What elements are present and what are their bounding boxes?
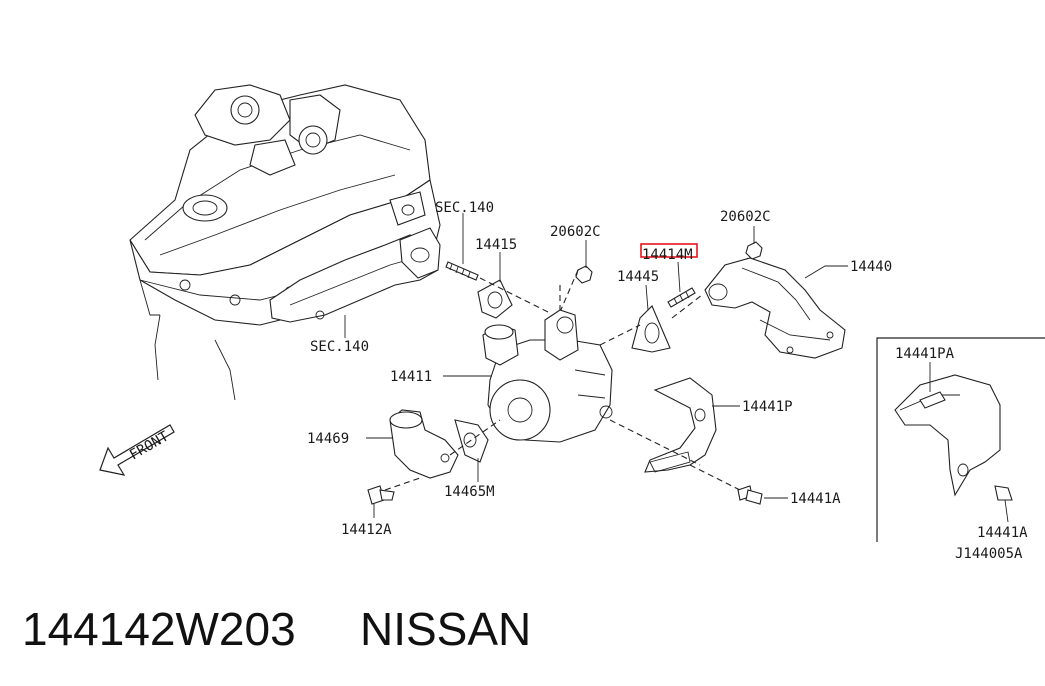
label-sec140-top: SEC.140 [435, 200, 494, 216]
dash-turbo-gasket [599, 324, 641, 346]
gasket-14465m [454, 419, 489, 463]
label-14441pa: 14441PA [895, 346, 955, 362]
inset-heat-shield-14441pa [894, 374, 1001, 497]
dash-shield-bolt [689, 464, 741, 491]
label-14411: 14411 [390, 369, 432, 385]
stud-left [445, 261, 479, 281]
turbocharger-14411 [482, 309, 613, 443]
dash-nut-turbo [559, 269, 579, 313]
caption-part-number: 144142W203 [22, 603, 296, 655]
label-14441a: 14441A [790, 491, 841, 507]
label-14441p: 14441P [742, 399, 793, 415]
inlet-pipe-14469 [389, 409, 459, 479]
label-sec140-bottom: SEC.140 [310, 339, 369, 355]
front-arrow: FRONT [99, 424, 175, 476]
label-14469: 14469 [307, 431, 349, 447]
label-14441a-inset: 14441A [977, 525, 1028, 541]
gasket-14415 [477, 279, 513, 319]
dash-turbo-shield [609, 419, 701, 466]
label-14414m: 14414M [642, 247, 693, 263]
label-14440: 14440 [850, 259, 892, 275]
bolt-14441a [737, 485, 763, 505]
dash-bolt-inlet [384, 477, 421, 491]
label-ref-code: J144005A [955, 546, 1023, 562]
front-label: FRONT [127, 428, 172, 463]
highlight-box-14414m [640, 243, 698, 258]
leader-14414m [677, 261, 681, 293]
nut-20602c-left [575, 265, 593, 284]
dash-inlet-turbo [449, 419, 501, 456]
caption-brand: NISSAN [360, 603, 531, 655]
heat-shield-14441p [644, 377, 717, 473]
leader-14441a-inset [1004, 499, 1009, 523]
nut-20602c-right [745, 241, 763, 260]
stud-14414m [667, 287, 696, 308]
inset-bolt-14441a [994, 485, 1013, 501]
gasket-14445 [631, 305, 671, 353]
leader-14445 [645, 284, 649, 311]
label-14412a: 14412A [341, 522, 392, 538]
bolt-14412a [367, 485, 395, 505]
inset-frame [876, 337, 1045, 542]
label-20602c-right: 20602C [720, 209, 771, 225]
label-14465m: 14465M [444, 484, 495, 500]
dash-gasket-turbo [479, 277, 549, 313]
label-14415: 14415 [475, 237, 517, 253]
dash-gasket-outlet [671, 294, 703, 319]
engine-block-drawing [129, 84, 441, 401]
outlet-pipe-14440 [704, 257, 846, 359]
label-20602c-left: 20602C [550, 224, 601, 240]
leader-14440 [804, 265, 848, 279]
label-14445: 14445 [617, 269, 659, 285]
